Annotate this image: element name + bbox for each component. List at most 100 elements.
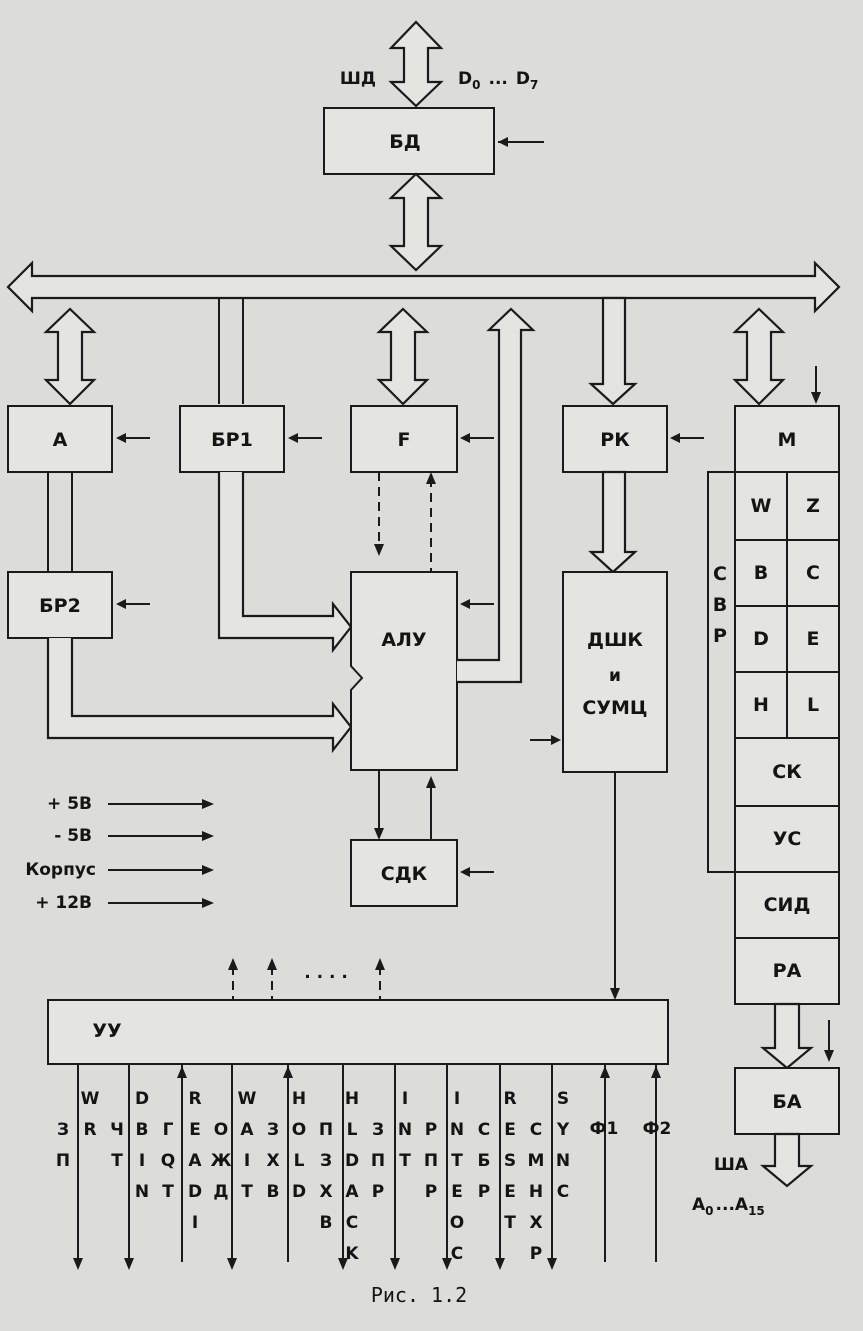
control-signal-char: З	[320, 1151, 332, 1171]
control-signal-char: C	[530, 1120, 542, 1140]
control-signal-char: З	[372, 1120, 384, 1140]
m-label: М	[778, 429, 797, 451]
control-signal-char: M	[528, 1151, 545, 1171]
control-signal-char: P	[425, 1120, 437, 1140]
e-reg: E	[807, 628, 820, 650]
ba-label: БА	[772, 1091, 801, 1113]
control-signal-char: E	[189, 1120, 201, 1140]
uu-label: УУ	[92, 1020, 122, 1042]
control-signal-char: W	[238, 1089, 257, 1109]
data-bus-label: ШД	[340, 69, 376, 89]
a-block	[7, 405, 113, 473]
data-bus-range-start-sub: 0	[472, 78, 480, 92]
control-signal-char: D	[292, 1182, 306, 1202]
control-signal-char: C	[451, 1244, 463, 1264]
control-signal-char: L	[347, 1120, 358, 1140]
control-signal-char: Ч	[110, 1120, 124, 1140]
control-signal-char: Y	[556, 1120, 570, 1140]
data-bus-range-end-sub: 7	[530, 78, 538, 92]
alu-label: АЛУ	[381, 629, 426, 651]
svr-letter-3: Р	[713, 625, 727, 647]
w-reg: W	[751, 495, 772, 517]
control-line-arrow	[73, 1258, 83, 1270]
control-signal-char: В	[267, 1182, 280, 1202]
svr-letter-2: В	[713, 594, 727, 616]
control-signal-char: Б	[478, 1151, 491, 1171]
control-signal-char: P	[478, 1182, 490, 1202]
b-reg: B	[754, 562, 768, 584]
br1-label: БР1	[211, 429, 253, 451]
control-signal-char: N	[556, 1151, 570, 1171]
control-signal-char: П	[424, 1151, 438, 1171]
control-line-arrow	[338, 1258, 348, 1270]
control-line-arrow	[651, 1066, 661, 1078]
control-signal-char: E	[451, 1182, 463, 1202]
dshk-sumc-block	[562, 571, 668, 773]
control-signal-char: N	[450, 1120, 464, 1140]
control-line-arrow	[177, 1066, 187, 1078]
control-signal-char: R	[188, 1089, 201, 1109]
l-reg: L	[807, 694, 819, 716]
control-signal-char: A	[240, 1120, 254, 1140]
control-signal-char: D	[135, 1089, 149, 1109]
data-bus-range-dots: ...	[488, 69, 507, 89]
control-signal-char: T	[399, 1151, 411, 1171]
control-signal-char: K	[345, 1244, 359, 1264]
br2-label: БР2	[39, 595, 81, 617]
control-signal-char: В	[136, 1120, 149, 1140]
ra-reg: РА	[773, 960, 802, 982]
control-signal-char: S	[504, 1151, 516, 1171]
control-line-arrow	[227, 1258, 237, 1270]
data-bus-arrow	[388, 20, 444, 108]
ba-block	[734, 1067, 840, 1135]
control-signal-char: Д	[213, 1182, 228, 1202]
control-signal-char: E	[504, 1182, 516, 1202]
control-signal-char: T	[162, 1182, 174, 1202]
a-label: A	[53, 429, 68, 451]
control-signal-char: H	[292, 1089, 306, 1109]
address-bus-arrow	[759, 1132, 815, 1188]
control-line-arrow	[124, 1258, 134, 1270]
dshk-label-3: СУМЦ	[582, 697, 647, 719]
control-signal-char: X	[319, 1182, 332, 1202]
control-signal-char: A	[188, 1151, 202, 1171]
control-signal-char: O	[214, 1120, 228, 1140]
control-signal-char: C	[346, 1213, 358, 1233]
control-line-arrow	[390, 1258, 400, 1270]
control-signal-char: Т	[111, 1151, 123, 1171]
control-signal-char: Ф2	[643, 1119, 672, 1139]
sdk-block	[350, 839, 458, 907]
control-line-arrow	[600, 1066, 610, 1078]
control-signal-char: S	[557, 1089, 569, 1109]
address-bus-range: A0...A15	[692, 1195, 765, 1218]
control-signal-char: З	[267, 1120, 279, 1140]
power-plus12: + 12В	[35, 893, 92, 913]
sk-reg: СК	[772, 761, 802, 783]
control-signal-char: E	[504, 1120, 516, 1140]
address-bus-label: ША	[714, 1155, 749, 1175]
figure-caption: Рис. 1.2	[371, 1283, 467, 1307]
control-signal-char: P	[372, 1182, 384, 1202]
control-signal-char: Ф1	[590, 1119, 619, 1139]
data-bus-range: D0...D7	[458, 69, 538, 92]
power-ground: Корпус	[25, 860, 96, 880]
control-signal-char: D	[345, 1151, 359, 1171]
rk-label: РК	[600, 429, 630, 451]
control-signal-char: X	[266, 1151, 279, 1171]
uu-block	[47, 999, 669, 1065]
control-line-arrow	[283, 1066, 293, 1078]
power-plus5: + 5В	[47, 794, 92, 814]
f-block	[350, 405, 458, 473]
sid-reg: СИД	[764, 894, 811, 916]
control-signal-char: D	[188, 1182, 202, 1202]
control-line-arrow	[495, 1258, 505, 1270]
control-line-arrow	[442, 1258, 452, 1270]
control-signal-char: C	[478, 1120, 490, 1140]
svr-letter-1: С	[713, 563, 727, 585]
control-signal-char: L	[294, 1151, 305, 1171]
bd-label: БД	[389, 131, 420, 153]
uu-dots: . . . .	[304, 963, 348, 983]
control-signal-char: Q	[161, 1151, 175, 1171]
control-signal-char: З	[57, 1120, 69, 1140]
